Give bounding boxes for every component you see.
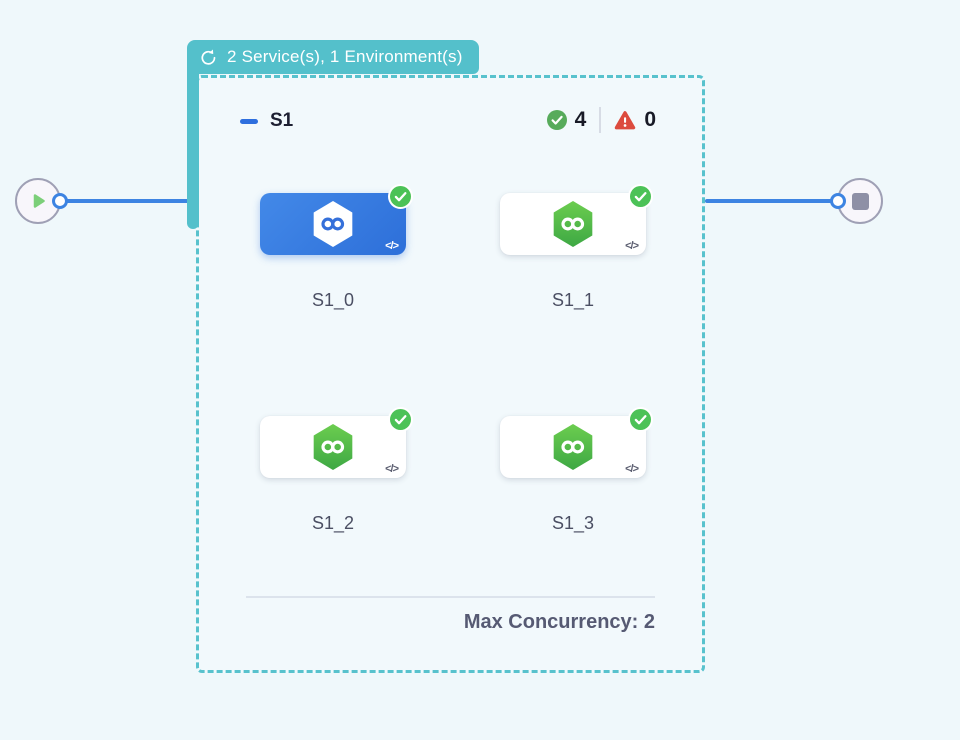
service-label: S1_0: [311, 290, 355, 310]
success-check-badge-icon: [388, 184, 413, 209]
success-check-badge-icon: [628, 184, 653, 209]
error-count: 0: [644, 108, 656, 131]
service-card-s1-3[interactable]: </>: [500, 407, 653, 478]
collapse-stage-button[interactable]: [240, 119, 258, 124]
stage-services-badge[interactable]: 2 Service(s), 1 Environment(s): [187, 40, 479, 74]
success-count: 4: [574, 108, 587, 131]
stage-services-badge-label: 2 Service(s), 1 Environment(s): [227, 47, 463, 66]
cycle-icon: [199, 48, 218, 67]
infinity-icon: [561, 217, 585, 231]
stage-name: S1: [270, 110, 294, 131]
service-hexagon-icon: [553, 201, 593, 247]
success-check-badge-icon: [628, 407, 653, 432]
service-card-s1-1[interactable]: </>: [500, 184, 653, 255]
play-icon: [28, 191, 48, 211]
stage-container: S1 4 0: [196, 75, 705, 673]
code-icon: </>: [385, 240, 399, 252]
service-card-s1-2[interactable]: </>: [260, 407, 413, 478]
service-label: S1_2: [311, 513, 355, 533]
infinity-icon: [561, 440, 585, 454]
code-icon: </>: [625, 240, 639, 252]
service-hexagon-icon: [313, 424, 353, 470]
service-label: S1_1: [551, 290, 595, 310]
service-card-s1-0[interactable]: </>: [260, 184, 413, 255]
counts-divider: [599, 107, 602, 133]
service-hexagon-icon: [313, 201, 353, 247]
edge-start-to-stage: [60, 199, 196, 203]
success-count-icon: [546, 110, 567, 130]
code-icon: </>: [625, 463, 639, 475]
stage-badge-tail: [187, 72, 199, 229]
start-node-port: [52, 193, 68, 209]
edge-stage-to-end: [705, 199, 838, 203]
error-count-icon: [614, 110, 636, 130]
infinity-icon: [321, 217, 345, 231]
infinity-icon: [321, 440, 345, 454]
stop-icon: [851, 192, 869, 210]
success-check-badge-icon: [388, 407, 413, 432]
end-node-port: [830, 193, 846, 209]
service-hexagon-icon: [553, 424, 593, 470]
service-label: S1_3: [551, 513, 595, 533]
max-concurrency-label: Max Concurrency: 2: [463, 611, 655, 633]
code-icon: </>: [385, 463, 399, 475]
stage-status-counts: 4 0: [546, 107, 656, 133]
footer-divider: [246, 596, 655, 598]
